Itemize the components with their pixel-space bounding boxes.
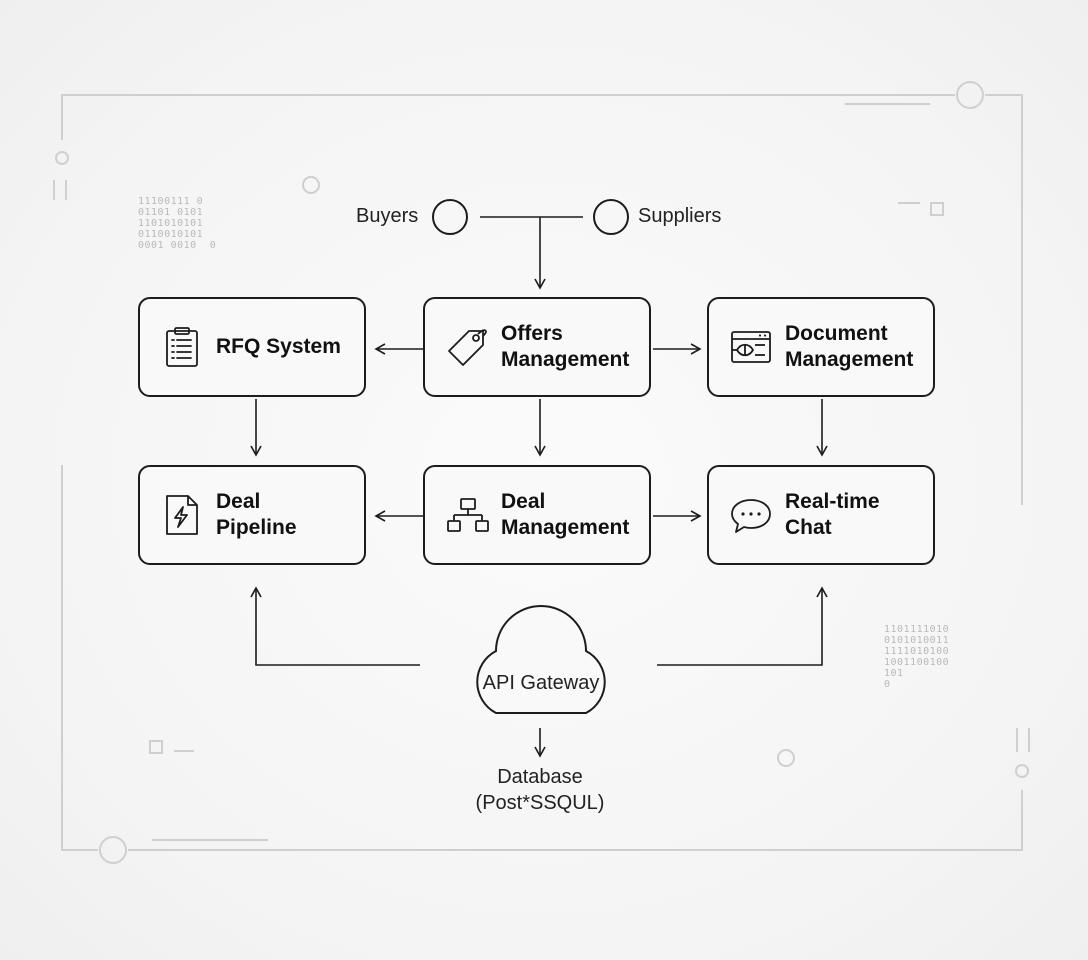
document-window-icon	[731, 331, 771, 363]
price-tag-icon	[448, 329, 487, 366]
document-management-box[interactable]: Document Management	[707, 297, 935, 397]
deal-management-box[interactable]: Deal Management	[423, 465, 651, 565]
bolt-file-icon	[166, 495, 198, 535]
realtime-chat-box[interactable]: Real-time Chat	[707, 465, 935, 565]
deal-management-label: Deal Management	[501, 490, 630, 539]
cloud-icon	[476, 605, 606, 714]
buyers-label: Buyers	[356, 205, 419, 227]
api-gateway-label: API Gateway	[482, 672, 600, 694]
decorative-frame	[53, 81, 1030, 864]
database-label: Database	[497, 766, 583, 788]
arrow-gateway-to-chat	[657, 586, 828, 666]
chat-bubble-icon	[731, 499, 771, 533]
clipboard-list-icon	[166, 327, 198, 367]
rfq-system-box[interactable]: RFQ System	[138, 297, 366, 397]
offers-management-label: Offers Management	[501, 322, 630, 371]
rfq-system-label: RFQ System	[216, 335, 341, 358]
realtime-chat-label: Real-time Chat	[785, 490, 880, 539]
suppliers-node	[593, 199, 629, 235]
arrow-gateway-to-pipeline	[250, 586, 420, 666]
database-node: Database (Post*SSQUL)	[440, 764, 640, 816]
buyers-node	[432, 199, 468, 235]
binary-decoration-left: 11100111 0 01101 0101 1101010101 0110010…	[138, 196, 217, 251]
deal-pipeline-label: Deal Pipeline	[216, 490, 297, 539]
offers-management-box[interactable]: Offers Management	[423, 297, 651, 397]
binary-decoration-right: 1101111010 0101010011 1111010100 1001100…	[884, 624, 950, 690]
suppliers-label: Suppliers	[638, 205, 722, 227]
org-chart-icon	[447, 498, 489, 532]
deal-pipeline-box[interactable]: Deal Pipeline	[138, 465, 366, 565]
database-engine-label: (Post*SSQUL)	[475, 792, 605, 814]
document-management-label: Document Management	[785, 322, 914, 371]
